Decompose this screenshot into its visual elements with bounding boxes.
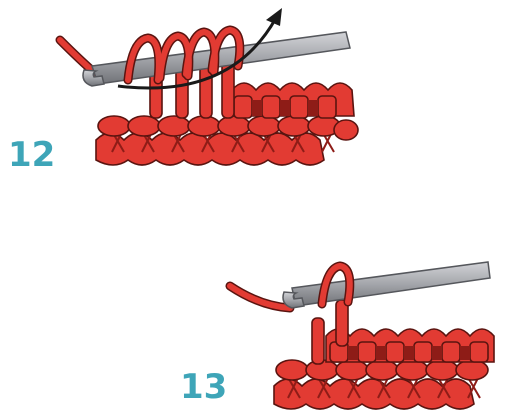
crochet-hook-icon	[283, 262, 490, 308]
step-13-illustration	[230, 262, 494, 409]
step-number-13: 13	[180, 370, 227, 404]
step-number-12: 12	[8, 138, 55, 172]
upper-row-12	[232, 83, 354, 118]
